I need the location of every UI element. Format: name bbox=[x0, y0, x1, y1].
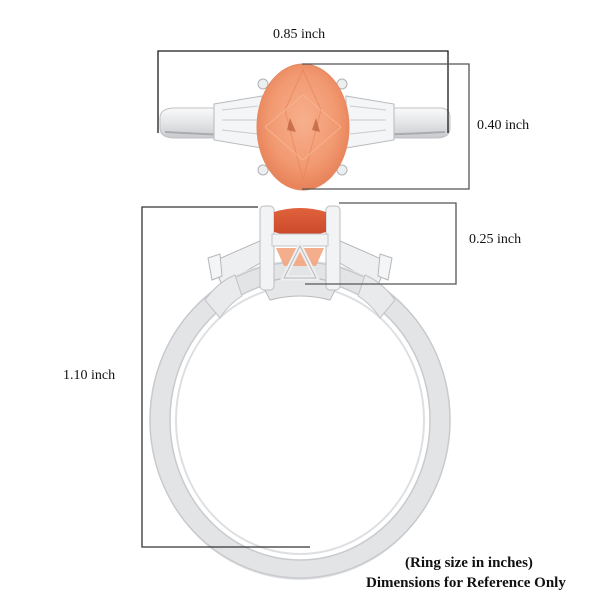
head-height-label: 0.25 inch bbox=[469, 232, 522, 247]
side-view-ring bbox=[149, 205, 451, 580]
height-top-label: 0.40 inch bbox=[477, 118, 530, 133]
dim-box-overall-height bbox=[141, 206, 310, 548]
overall-height-label: 1.10 inch bbox=[63, 368, 116, 383]
reference-disclaimer: Dimensions for Reference Only bbox=[366, 575, 566, 591]
dim-box-head-height bbox=[305, 202, 457, 285]
top-view-ring bbox=[159, 63, 451, 191]
dimension-lines bbox=[141, 50, 470, 548]
dim-box-width-top bbox=[157, 50, 449, 133]
dim-box-height-top bbox=[302, 63, 470, 190]
width-top-label: 0.85 inch bbox=[273, 27, 326, 42]
center-gem-top bbox=[256, 63, 350, 191]
ring-size-note: (Ring size in inches) bbox=[405, 555, 533, 571]
